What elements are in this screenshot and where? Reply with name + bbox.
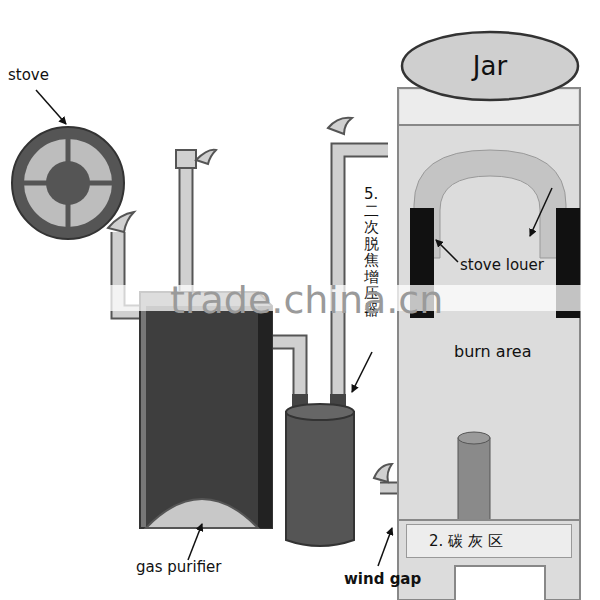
- part-label: stove: [8, 66, 49, 84]
- part-label: wind gap: [344, 570, 421, 588]
- ash-band: 2. 碳 灰 区: [406, 524, 572, 558]
- watermark: trade.china.cn: [170, 278, 443, 322]
- furnace-body: stove louer burn area 2. 碳 灰 区: [398, 88, 580, 600]
- node-text: Jar: [473, 51, 507, 81]
- node-text: stove louer: [460, 256, 544, 274]
- part-label: gas purifier: [136, 558, 222, 576]
- node-text: burn area: [454, 342, 532, 361]
- jar-ellipse: Jar: [400, 30, 580, 102]
- node-text: 2. 碳 灰 区: [429, 532, 503, 551]
